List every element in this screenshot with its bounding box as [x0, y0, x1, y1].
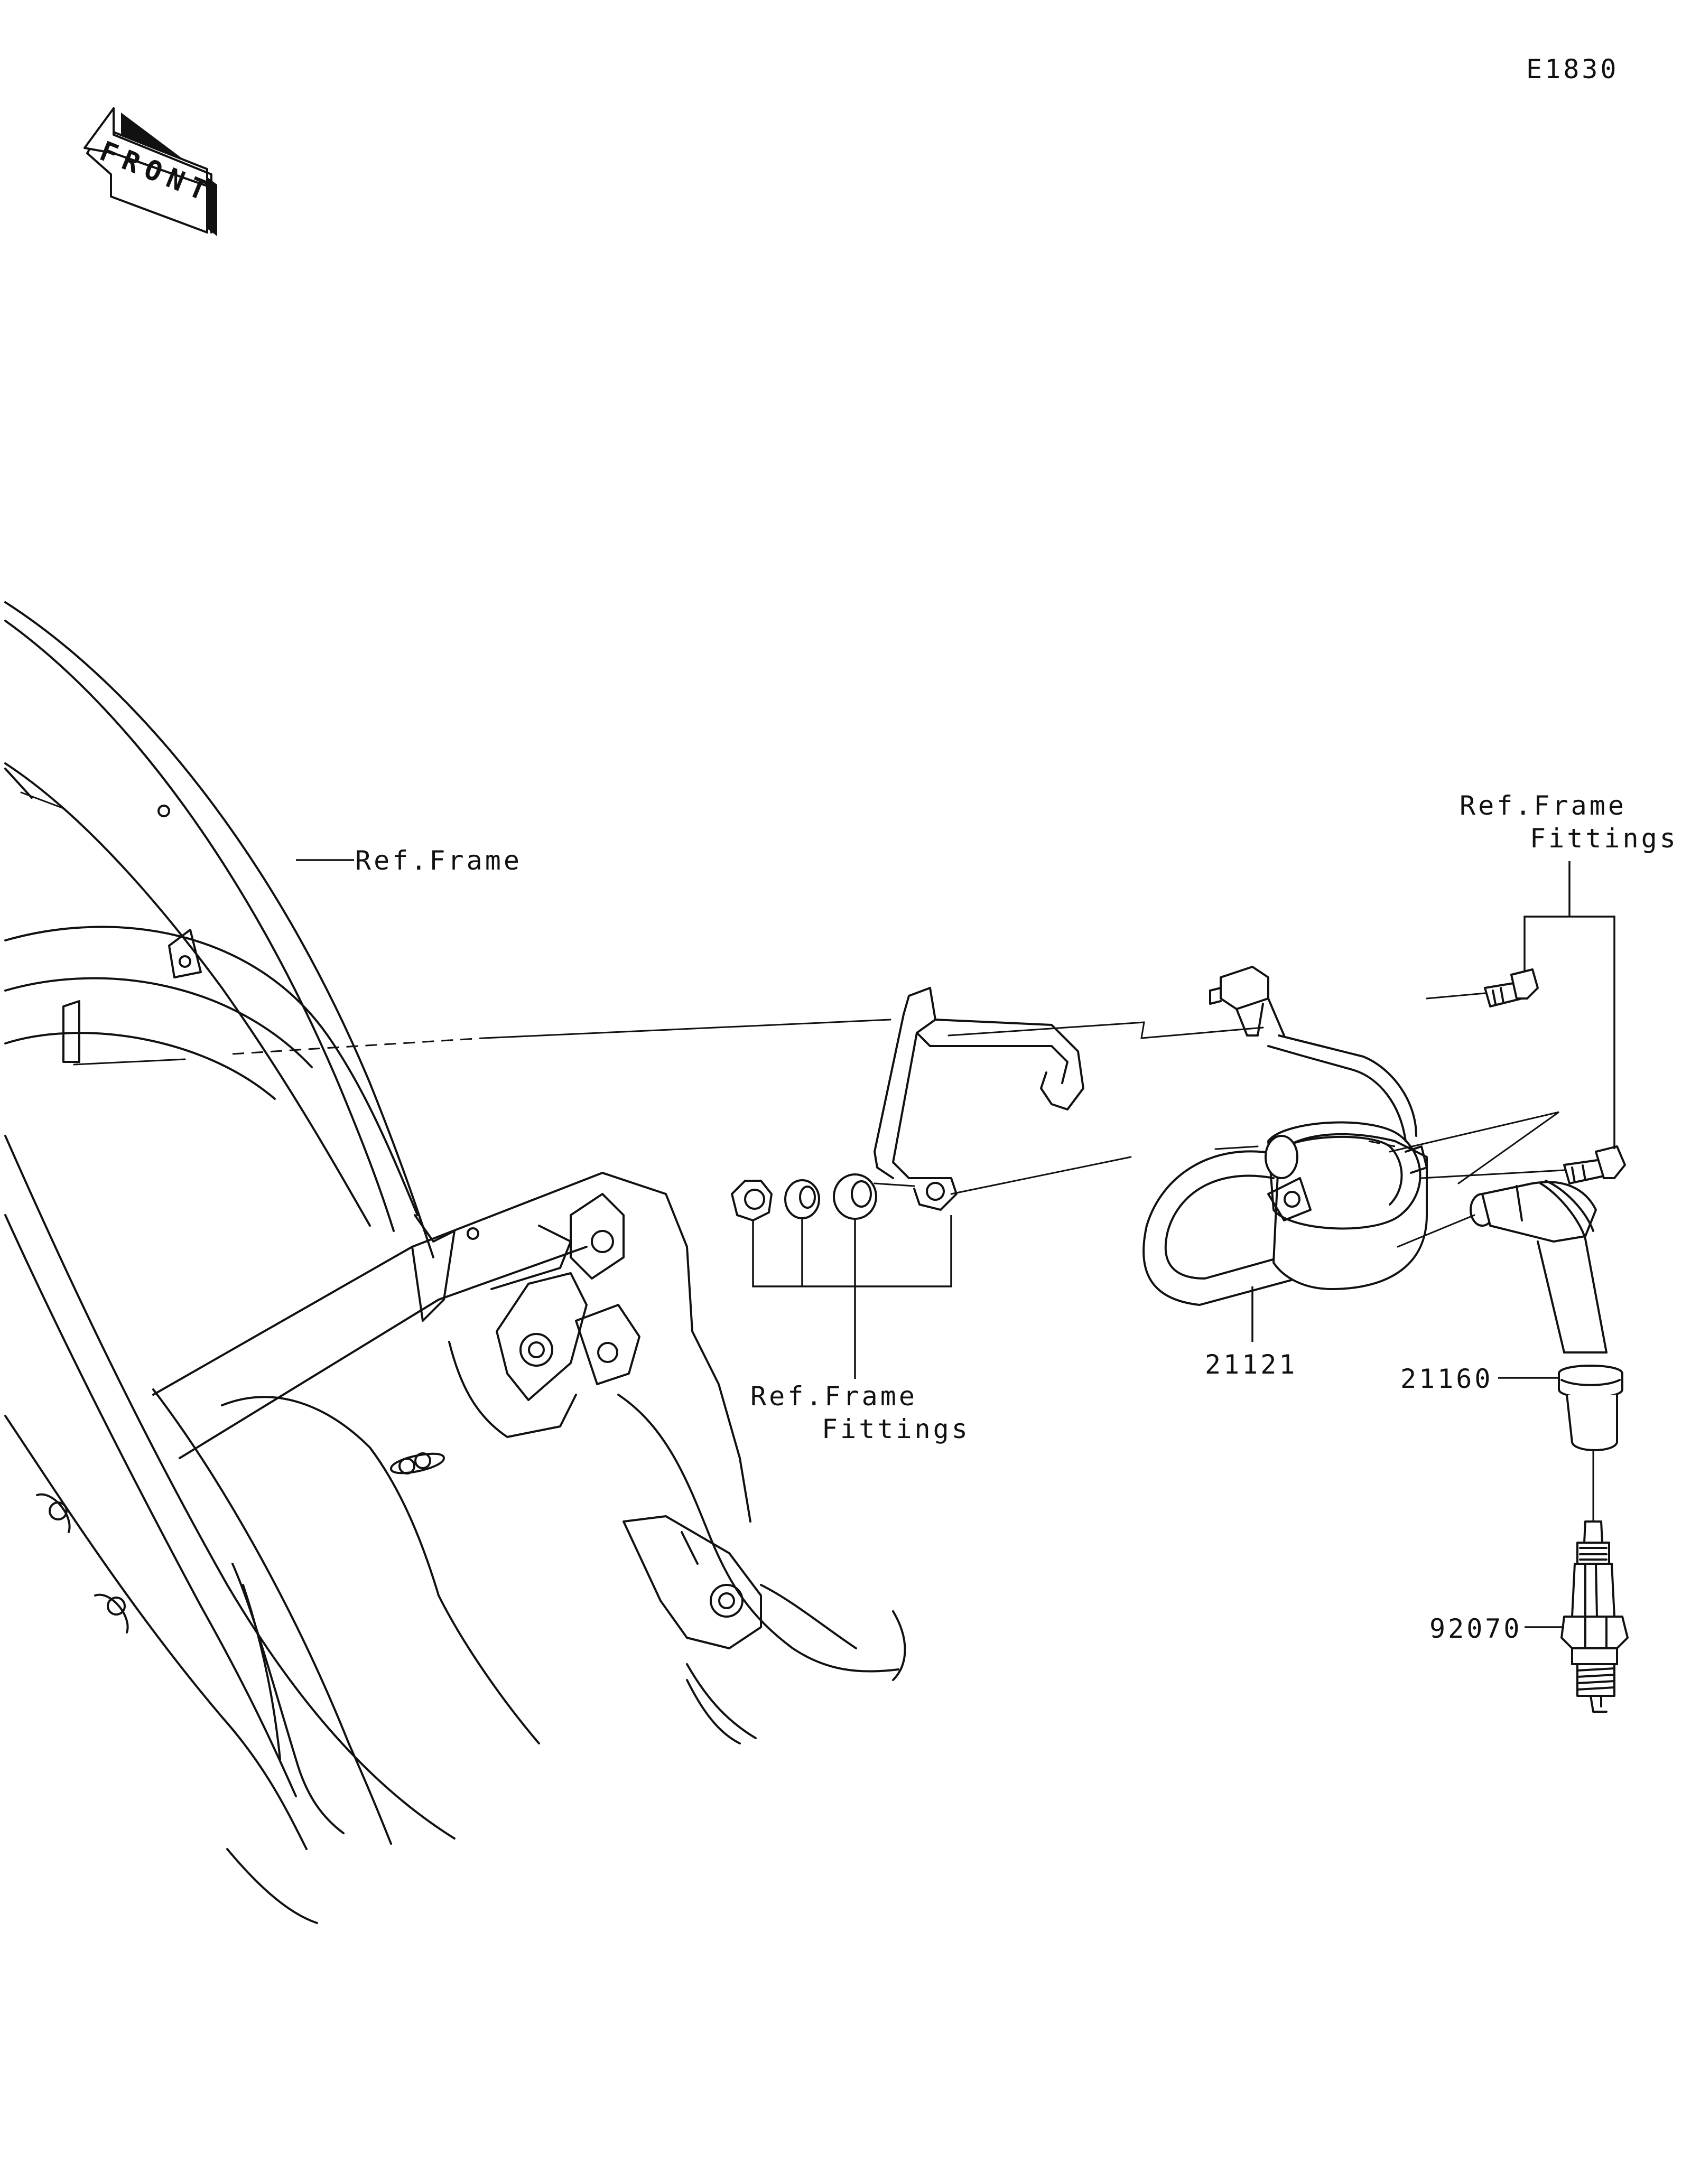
ignition-coil: [1142, 966, 1428, 1306]
ref-frame-fittings-right-line2: Fittings: [1530, 823, 1678, 854]
ref-frame-fittings-bottom-line1: Ref.Frame: [750, 1381, 917, 1412]
ref-frame-label: Ref.Frame: [355, 845, 522, 876]
spark-plug-cap: [1470, 1180, 1623, 1451]
bracket-fittings: [731, 1173, 877, 1221]
part-callout-92070: 92070: [1429, 1613, 1564, 1644]
front-direction-arrow-icon: FRONT: [83, 107, 218, 236]
spark-plug: [1560, 1520, 1629, 1713]
ref-frame-callout: Ref.Frame: [296, 845, 522, 876]
part-callout-21160: 21160: [1400, 1364, 1559, 1394]
ref-frame-fittings-callout-right: Ref.Frame Fittings: [1460, 790, 1678, 1149]
part-number-92070: 92070: [1429, 1613, 1522, 1644]
coil-mounting-bolts: [1484, 968, 1626, 1184]
ref-frame-fittings-callout-bottom: Ref.Frame Fittings: [750, 1215, 970, 1444]
part-callout-21121: 21121: [1205, 1286, 1298, 1380]
diagram-code: E1830: [1526, 54, 1619, 85]
ref-frame-fittings-right-line1: Ref.Frame: [1460, 790, 1627, 821]
assembly-alignment-lines: [73, 992, 1565, 1195]
ref-frame-fittings-bottom-line2: Fittings: [822, 1414, 970, 1444]
ignition-coil-bracket: [874, 987, 1084, 1211]
part-number-21121: 21121: [1205, 1349, 1298, 1380]
motorcycle-frame: [4, 601, 906, 1924]
part-number-21160: 21160: [1400, 1364, 1493, 1394]
